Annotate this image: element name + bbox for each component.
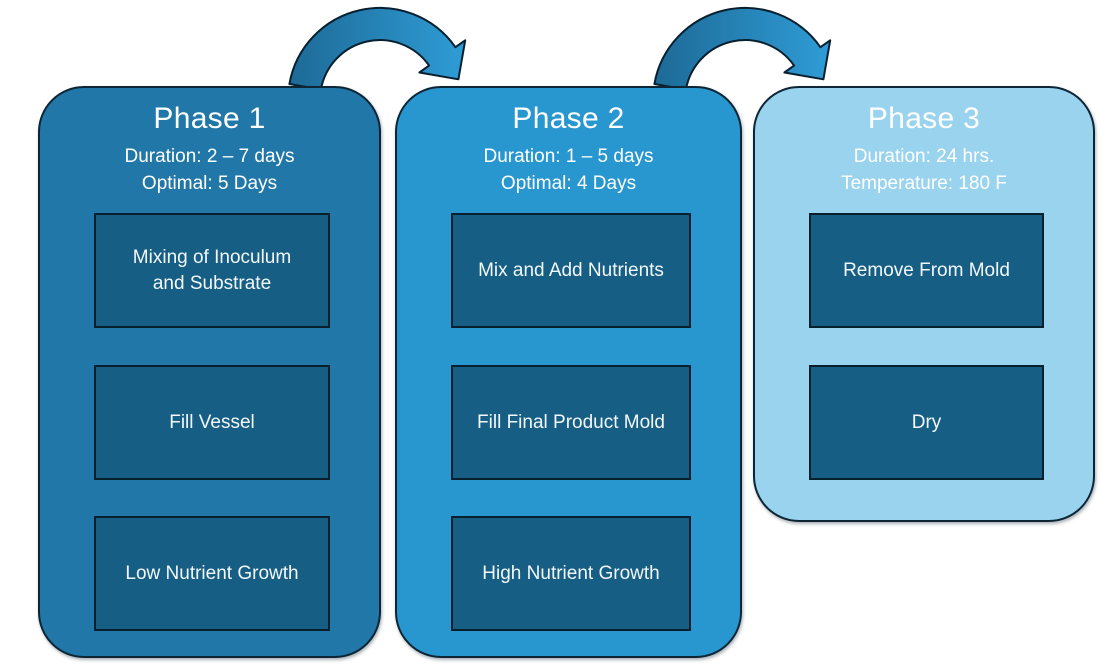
step-box: High Nutrient Growth (451, 516, 691, 631)
phase-2-info: Duration: 1 – 5 days Optimal: 4 Days (397, 143, 740, 197)
curved-arrow-shape (288, 6, 467, 91)
step-label: Remove From Mold (843, 259, 1010, 281)
step-label: Fill Final Product Mold (477, 411, 665, 433)
phase-2-info-line-1: Duration: 1 – 5 days (483, 146, 654, 167)
step-box: Fill Vessel (94, 365, 330, 480)
phase-1-info-line-2: Optimal: 5 Days (141, 173, 278, 194)
step-box: Mix and Add Nutrients (451, 213, 691, 328)
phase-3-title: Phase 3 (867, 102, 981, 135)
phase-2-title: Phase 2 (512, 102, 625, 135)
step-box: Fill Final Product Mold (451, 365, 691, 480)
phase-3-info-line-2: Temperature: 180 F (841, 173, 1007, 194)
phase-3-info-line-1: Duration: 24 hrs. (853, 146, 995, 167)
phase-1-info: Duration: 2 – 7 days Optimal: 5 Days (40, 143, 379, 197)
step-box: Mixing of Inoculum and Substrate (94, 213, 330, 328)
step-label: Dry (911, 411, 942, 433)
curved-arrow-icon-phase2-to-phase3 (653, 6, 832, 91)
phase-2-info-line-2: Optimal: 4 Days (500, 173, 637, 194)
step-box: Remove From Mold (809, 213, 1044, 328)
step-box: Dry (809, 365, 1044, 480)
step-label: High Nutrient Growth (482, 562, 660, 584)
phase-1-info-line-1: Duration: 2 – 7 days (124, 146, 295, 167)
phase-3-panel: Phase 3 Duration: 24 hrs. Temperature: 1… (753, 86, 1095, 522)
phase-1-title: Phase 1 (153, 102, 266, 135)
phase-1-panel: Phase 1 Duration: 2 – 7 days Optimal: 5 … (38, 86, 381, 658)
step-label: Low Nutrient Growth (125, 562, 299, 584)
phase-3-info: Duration: 24 hrs. Temperature: 180 F (755, 143, 1093, 197)
curved-arrow-icon-phase1-to-phase2 (288, 6, 467, 91)
step-label: Fill Vessel (169, 411, 255, 433)
phase-2-panel: Phase 2 Duration: 1 – 5 days Optimal: 4 … (395, 86, 742, 658)
step-label: Mixing of Inoculum and Substrate (132, 246, 292, 294)
step-label: Mix and Add Nutrients (478, 259, 664, 281)
curved-arrow-shape (653, 6, 832, 91)
step-box: Low Nutrient Growth (94, 516, 330, 631)
